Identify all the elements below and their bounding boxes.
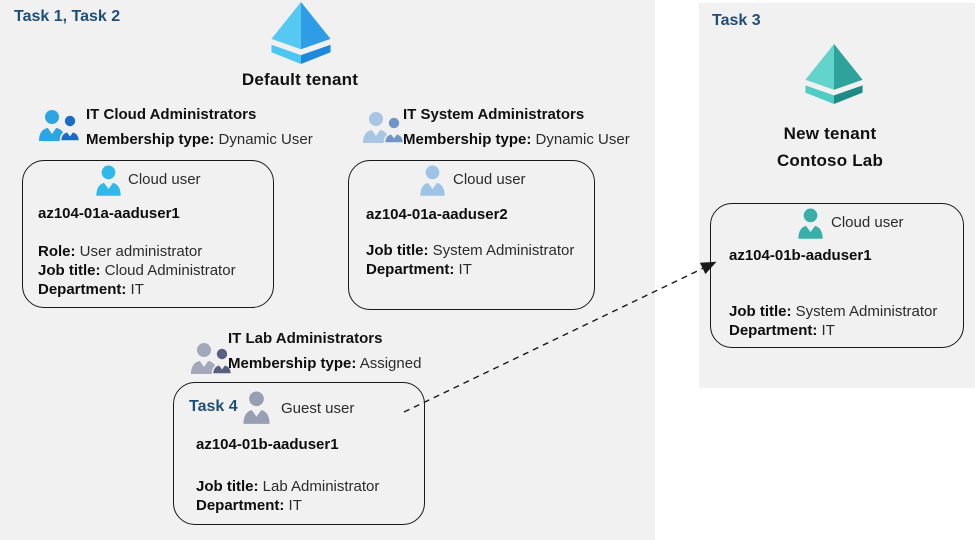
task-3-label: Task 3 xyxy=(712,12,761,29)
cloud-user-icon xyxy=(95,165,122,196)
user-name: az104-01a-aaduser2 xyxy=(366,206,508,223)
azure-ad-new-tenant-icon xyxy=(798,44,870,104)
user-jobtitle-line: Job title: System Administrator xyxy=(729,303,938,320)
task-4-label: Task 4 xyxy=(189,398,238,415)
user-department-line: Department: IT xyxy=(38,281,144,298)
user-jobtitle-line: Job title: Cloud Administrator xyxy=(38,262,236,279)
group-name-system-admins: IT System Administrators xyxy=(403,106,585,123)
user-role-line: Role: User administrator xyxy=(38,243,203,260)
user-department-line: Department: IT xyxy=(729,322,835,339)
user-department-line: Department: IT xyxy=(366,261,472,278)
user-type-label: Cloud user xyxy=(453,171,526,188)
group-name-lab-admins: IT Lab Administrators xyxy=(228,330,383,347)
user-name: az104-01a-aaduser1 xyxy=(38,205,180,222)
cloud-user-icon xyxy=(797,208,824,239)
guest-user-icon xyxy=(242,391,271,424)
group-membership-cloud-admins: Membership type: Dynamic User xyxy=(86,131,313,148)
new-tenant-title-line1: New tenant xyxy=(783,124,877,143)
default-tenant-title: Default tenant xyxy=(241,70,359,89)
group-icon-cloud-admins xyxy=(38,110,80,141)
group-icon-lab-admins xyxy=(190,343,232,374)
guest-user-card: Task 4 Guest user az104-01b-aaduser1 Job… xyxy=(173,382,425,525)
azure-ad-tenant-icon xyxy=(261,2,341,64)
group-icon-system-admins xyxy=(362,112,404,143)
user-department-line: Department: IT xyxy=(196,497,302,514)
user-type-label: Cloud user xyxy=(128,171,201,188)
group-membership-system-admins: Membership type: Dynamic User xyxy=(403,131,630,148)
group-name-cloud-admins: IT Cloud Administrators xyxy=(86,106,257,123)
user-type-label: Cloud user xyxy=(831,214,904,231)
task-1-2-label: Task 1, Task 2 xyxy=(14,8,121,25)
user-jobtitle-line: Job title: System Administrator xyxy=(366,242,575,259)
new-tenant-user-card: Cloud user az104-01b-aaduser1 Job title:… xyxy=(710,203,964,348)
user-type-label: Guest user xyxy=(281,400,355,417)
user-card-aaduser1: Cloud user az104-01a-aaduser1 Role: User… xyxy=(22,160,274,308)
user-name: az104-01b-aaduser1 xyxy=(196,436,339,453)
cloud-user-icon xyxy=(419,165,446,196)
user-name: az104-01b-aaduser1 xyxy=(729,247,872,264)
user-jobtitle-line: Job title: Lab Administrator xyxy=(196,478,380,495)
user-card-aaduser2: Cloud user az104-01a-aaduser2 Job title:… xyxy=(348,160,595,310)
new-tenant-title-line2: Contoso Lab xyxy=(776,151,884,170)
group-membership-lab-admins: Membership type: Assigned xyxy=(228,355,422,372)
